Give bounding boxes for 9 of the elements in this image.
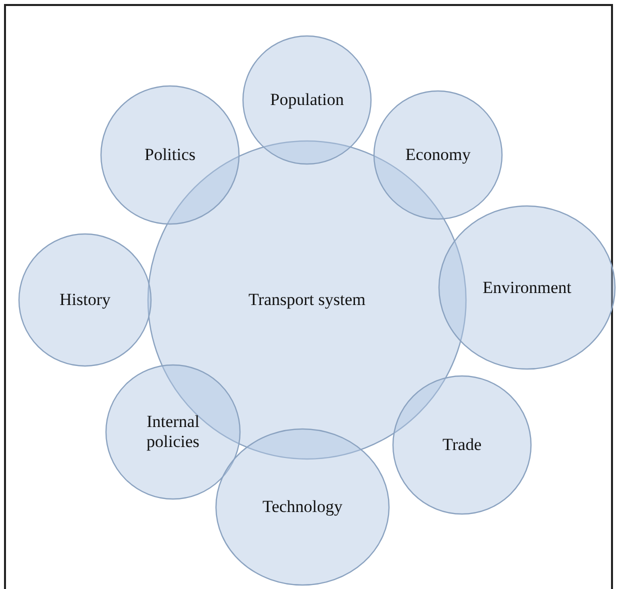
circle-label: Economy <box>405 145 471 165</box>
circle-label: Population <box>270 90 344 110</box>
circle-label: Technology <box>262 497 342 517</box>
circle-label: Internal policies <box>146 412 200 452</box>
circle-label: Trade <box>442 435 482 455</box>
circle-label: Politics <box>144 145 196 165</box>
circle-label: Environment <box>482 278 572 298</box>
circle-label: Transport system <box>248 290 366 310</box>
circle-label: History <box>60 290 110 310</box>
